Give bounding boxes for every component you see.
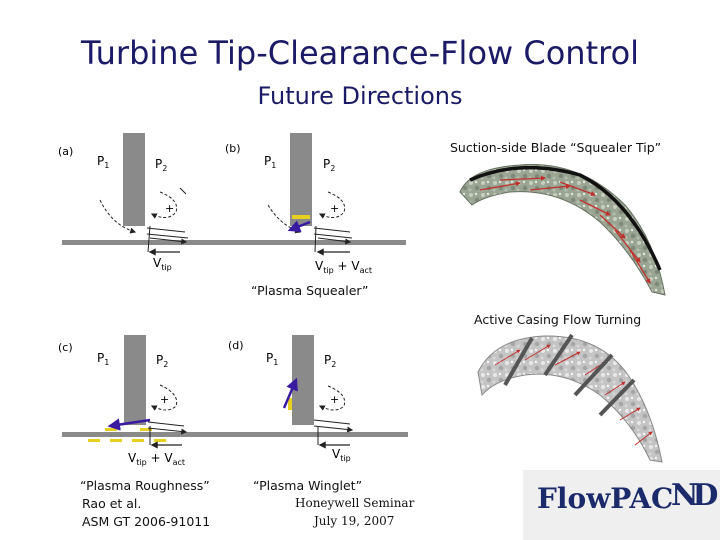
svg-text:+: +: [165, 202, 174, 215]
svg-text:P2: P2: [155, 157, 167, 173]
plasma-winglet-label: “Plasma Winglet”: [253, 478, 363, 493]
slide-title: Turbine Tip-Clearance-Flow Control: [80, 34, 640, 72]
casing-wall: [62, 240, 237, 245]
panel-a: (a) P1 P2 + Vtip: [58, 133, 237, 272]
logo-text: Flow: [537, 482, 611, 515]
slide-subtitle: Future Directions: [257, 82, 463, 110]
date-label: July 19, 2007: [314, 514, 395, 528]
blade-tip: [123, 133, 145, 226]
panel-b: (b) P1 P2 + Vtip + Vact: [225, 133, 406, 275]
svg-text:Vtip: Vtip: [153, 256, 172, 272]
svg-text:P1: P1: [97, 351, 109, 367]
svg-text:+: +: [160, 393, 169, 406]
panel-d-tag: (d): [228, 339, 244, 352]
casing-flow-turning-label: Active Casing Flow Turning: [474, 312, 642, 327]
plasma-actuator: [292, 215, 310, 219]
svg-text:P1: P1: [97, 154, 109, 170]
squealer-tip-label: Suction-side Blade “Squealer Tip”: [450, 140, 662, 155]
blade-tip: [124, 335, 146, 425]
casing-wall: [62, 432, 240, 437]
panel-a-tag: (a): [58, 145, 73, 158]
plasma-roughness-label: “Plasma Roughness”: [80, 478, 210, 493]
logo-text-bold: PAC: [610, 482, 674, 515]
squealer-tip-blade-image: [459, 164, 666, 296]
casing-wall: [230, 432, 408, 437]
casing-wall: [228, 240, 406, 245]
svg-text:Vtip + Vact: Vtip + Vact: [128, 451, 185, 467]
actuator-arrow: [287, 220, 311, 233]
actuator-arrow: [107, 418, 151, 431]
svg-text:P1: P1: [266, 351, 278, 367]
panel-b-tag: (b): [225, 142, 241, 155]
svg-text:P1: P1: [264, 154, 276, 170]
svg-text:P2: P2: [324, 353, 336, 369]
svg-text:+: +: [330, 393, 339, 406]
svg-text:+: +: [330, 202, 339, 215]
plasma-squealer-label: “Plasma Squealer”: [251, 283, 369, 298]
blade-tip: [290, 133, 312, 226]
actuator-arrow: [282, 377, 298, 409]
svg-text:P2: P2: [156, 353, 168, 369]
flowpac-logo: FlowPAC ND: [523, 470, 720, 540]
svg-text:Vtip: Vtip: [332, 447, 351, 463]
panel-c-tag: (c): [58, 341, 73, 354]
rao-label: Rao et al.: [82, 496, 142, 511]
casing-vanes: [503, 333, 636, 417]
nd-logo-mark: ND: [671, 478, 719, 513]
seminar-label: Honeywell Seminar: [295, 496, 415, 510]
svg-text:P2: P2: [323, 157, 335, 173]
panel-d: (d) P1 P2 + Vtip: [228, 335, 408, 463]
asm-label: ASM GT 2006-91011: [82, 514, 211, 529]
blade-tip: [292, 335, 314, 425]
svg-text:Vtip + Vact: Vtip + Vact: [315, 259, 372, 275]
plasma-actuator: [288, 398, 292, 410]
panel-c: (c) P1 P2 + Vtip + Vact: [58, 335, 240, 467]
casing-flow-turning-image: [477, 333, 663, 463]
